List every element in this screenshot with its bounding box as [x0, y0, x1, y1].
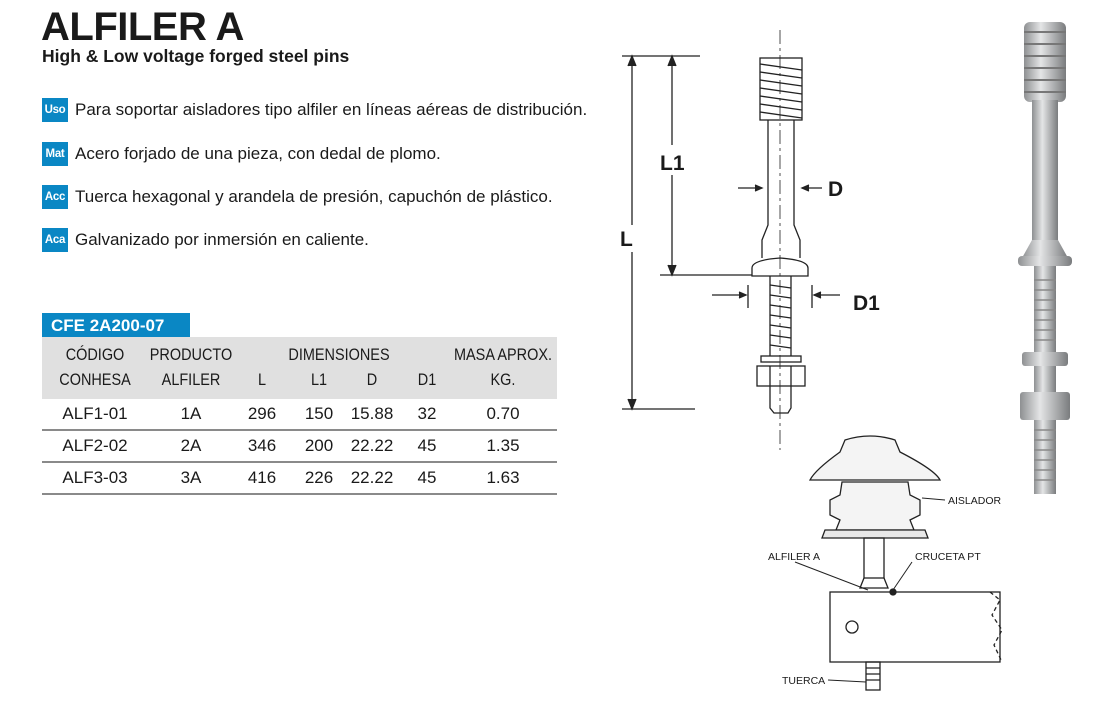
feature-uso: Uso Para soportar aisladores tipo alfiler… — [42, 98, 587, 122]
standard-tab: CFE 2A200-07 — [42, 313, 190, 337]
cell-L1: 200 — [304, 436, 334, 455]
feature-acc: Acc Tuerca hexagonal y arandela de presió… — [42, 185, 553, 209]
table-header: CÓDIGO CONHESA PRODUCTO ALFILER DIMENSIO… — [42, 337, 557, 399]
header-D1: D1 — [417, 370, 437, 389]
cell-producto: 1A — [180, 404, 202, 423]
cell-codigo: ALF3-03 — [62, 468, 128, 487]
feature-text: Acero forjado de una pieza, con dedal de… — [75, 144, 441, 163]
spec-table: CFE 2A200-07 CÓDIGO CONHESA PRODUCTO ALF… — [42, 313, 557, 495]
cell-D: 15.88 — [350, 404, 394, 423]
label-tuerca: TUERCA — [782, 675, 825, 687]
cell-codigo: ALF1-01 — [62, 404, 128, 423]
label-D1: D1 — [853, 292, 880, 315]
label-L: L — [620, 228, 633, 251]
cell-L: 296 — [247, 404, 277, 423]
cell-D1: 45 — [417, 436, 437, 455]
label-cruceta: CRUCETA PT — [915, 551, 981, 563]
feature-badge: Uso — [42, 98, 68, 122]
pin-dimension-drawing — [622, 30, 840, 450]
header-masa-1: MASA APROX. — [454, 345, 552, 364]
cell-L1: 226 — [304, 468, 334, 487]
feature-badge: Mat — [42, 142, 68, 166]
cell-D1: 32 — [417, 404, 437, 423]
feature-mat: Mat Acero forjado de una pieza, con dedal… — [42, 142, 441, 166]
header-dimensiones: DIMENSIONES — [288, 345, 390, 364]
page-title: ALFILER A — [41, 5, 244, 49]
assembly-drawing — [794, 435, 1003, 691]
cell-D1: 45 — [417, 468, 437, 487]
feature-text: Para soportar aisladores tipo alfiler en… — [75, 100, 588, 119]
header-codigo-2: CONHESA — [59, 370, 131, 389]
header-producto-2: ALFILER — [161, 370, 221, 389]
feature-aca: Aca Galvanizado por inmersión en caliente… — [42, 228, 369, 252]
table-row: ALF3-03 3A 416 226 22.22 45 1.63 — [42, 463, 557, 495]
cell-masa: 1.35 — [486, 436, 520, 455]
header-L1: L1 — [310, 370, 328, 389]
cell-D: 22.22 — [350, 468, 394, 487]
feature-badge: Aca — [42, 228, 68, 252]
header-producto-1: PRODUCTO — [149, 345, 233, 364]
header-D: D — [366, 370, 378, 389]
page-subtitle: High & Low voltage forged steel pins — [42, 46, 350, 66]
pin-photo — [1018, 22, 1072, 494]
table-row: ALF2-02 2A 346 200 22.22 45 1.35 — [42, 431, 557, 463]
cell-codigo: ALF2-02 — [62, 436, 128, 455]
label-L1: L1 — [660, 152, 685, 175]
cell-L: 416 — [247, 468, 277, 487]
header-L: L — [257, 370, 267, 389]
label-D: D — [828, 178, 843, 201]
feature-text: Galvanizado por inmersión en caliente. — [75, 230, 369, 249]
cell-D: 22.22 — [350, 436, 394, 455]
cell-producto: 2A — [180, 436, 202, 455]
label-aislador: AISLADOR — [948, 495, 1002, 507]
table-row: ALF1-01 1A 296 150 15.88 32 0.70 — [42, 399, 557, 431]
cell-producto: 3A — [180, 468, 202, 487]
feature-text: Tuerca hexagonal y arandela de presión, … — [75, 187, 553, 206]
header-masa-2: KG. — [490, 370, 516, 389]
cell-L1: 150 — [304, 404, 334, 423]
feature-badge: Acc — [42, 185, 68, 209]
cell-masa: 1.63 — [486, 468, 520, 487]
cell-masa: 0.70 — [486, 404, 520, 423]
cell-L: 346 — [247, 436, 277, 455]
header-codigo-1: CÓDIGO — [65, 345, 125, 364]
label-alfiler: ALFILER A — [768, 551, 820, 563]
